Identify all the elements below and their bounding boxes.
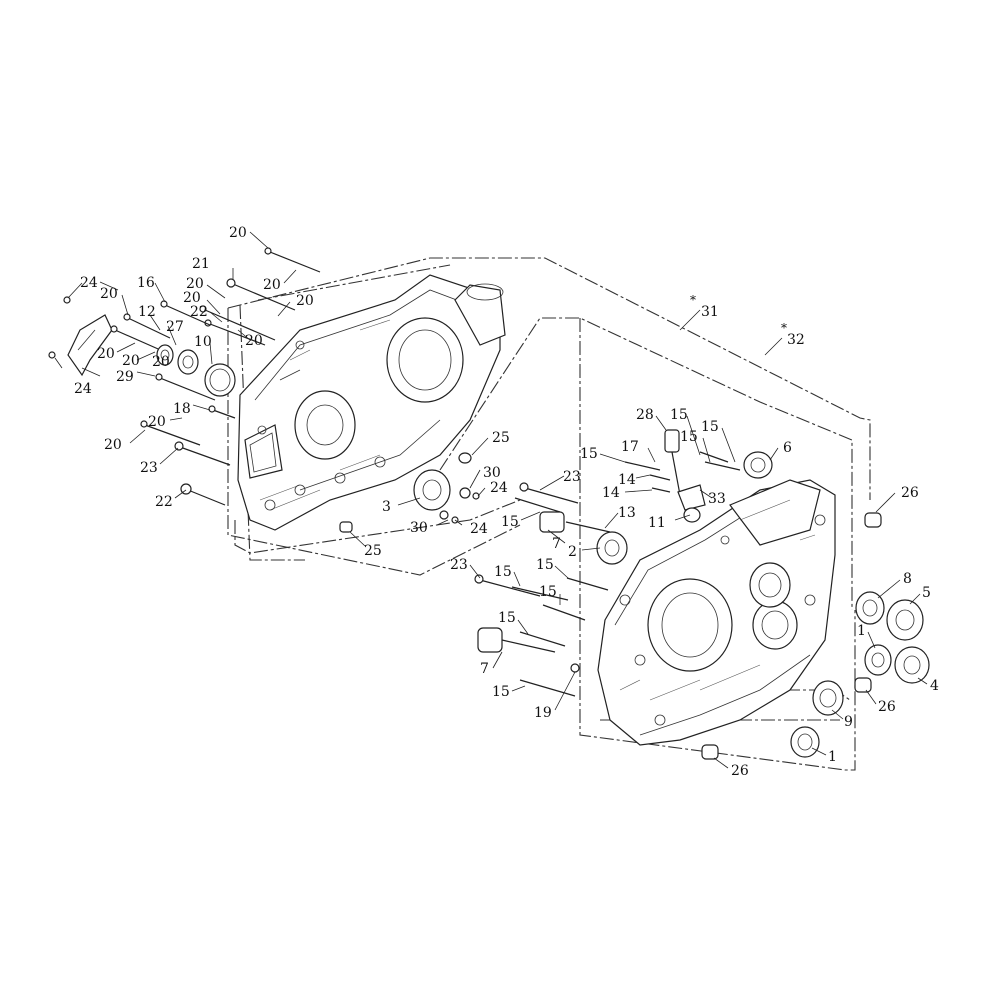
callout-20: 20 <box>100 286 118 302</box>
callout-15: 15 <box>494 564 512 580</box>
right-parts <box>474 429 930 760</box>
callout-9: 9 <box>844 714 853 730</box>
callout-26: 26 <box>878 699 896 715</box>
leader-lines <box>54 231 928 769</box>
callout-25: 25 <box>492 430 510 446</box>
callout-24: 24 <box>470 521 488 537</box>
callout-2: 2 <box>568 544 577 560</box>
callout-star: * <box>690 293 696 307</box>
callout-24: 24 <box>74 381 92 397</box>
callout-27: 27 <box>166 319 184 335</box>
callout-22: 22 <box>155 494 173 510</box>
callout-15: 15 <box>670 407 688 423</box>
callout-13: 13 <box>618 505 636 521</box>
callout-1: 1 <box>857 623 866 639</box>
callout-17: 17 <box>621 439 639 455</box>
callout-24: 24 <box>80 275 98 291</box>
callout-4: 4 <box>930 678 939 694</box>
callout-3: 3 <box>382 499 391 515</box>
right-crankcase-half <box>597 479 836 746</box>
callout-19: 19 <box>534 705 552 721</box>
callout-14: 14 <box>618 472 636 488</box>
callout-20: 20 <box>152 354 170 370</box>
callout-6: 6 <box>783 440 792 456</box>
callout-10: 10 <box>194 334 212 350</box>
callout-5: 5 <box>922 585 931 601</box>
callout-26: 26 <box>731 763 749 779</box>
callout-32: 32 <box>787 332 805 348</box>
callout-15: 15 <box>701 419 719 435</box>
callout-20: 20 <box>263 277 281 293</box>
callout-23: 23 <box>140 460 158 476</box>
callout-20: 20 <box>183 290 201 306</box>
callout-22: 22 <box>190 304 208 320</box>
left-bolts <box>48 247 321 506</box>
callout-25: 25 <box>364 543 382 559</box>
side-cover <box>67 314 113 377</box>
callout-7: 7 <box>552 536 561 552</box>
callout-33: 33 <box>708 491 726 507</box>
callout-20: 20 <box>229 225 247 241</box>
callout-15: 15 <box>501 514 519 530</box>
callout-20: 20 <box>97 346 115 362</box>
callout-20: 20 <box>122 353 140 369</box>
callout-8: 8 <box>903 571 912 587</box>
callout-30: 30 <box>483 465 501 481</box>
callout-7: 7 <box>480 661 489 677</box>
callout-31: 31 <box>701 304 719 320</box>
callout-20: 20 <box>104 437 122 453</box>
callout-29: 29 <box>116 369 134 385</box>
assembly-outline-31 <box>227 257 871 576</box>
callout-14: 14 <box>602 485 620 501</box>
callout-23: 23 <box>450 557 468 573</box>
left-crankcase-half <box>237 274 506 531</box>
callout-11: 11 <box>648 515 666 531</box>
callout-28: 28 <box>636 407 654 423</box>
callout-20: 20 <box>296 293 314 309</box>
callout-15: 15 <box>498 610 516 626</box>
callout-15: 15 <box>539 584 557 600</box>
callout-26: 26 <box>901 485 919 501</box>
callout-30: 30 <box>410 520 428 536</box>
callout-23: 23 <box>563 469 581 485</box>
callout-20: 20 <box>148 414 166 430</box>
callout-20: 20 <box>186 276 204 292</box>
callout-15: 15 <box>536 557 554 573</box>
callout-21: 21 <box>192 256 210 272</box>
callout-18: 18 <box>173 401 191 417</box>
callouts: 20 21 20 24 16 20 20 20 20 12 27 22 20 1… <box>74 225 939 779</box>
left-bearings-seals <box>156 344 480 533</box>
callout-15: 15 <box>492 684 510 700</box>
callout-12: 12 <box>138 304 156 320</box>
callout-15: 15 <box>580 446 598 462</box>
callout-20: 20 <box>245 333 263 349</box>
callout-star: * <box>781 321 787 335</box>
callout-24: 24 <box>490 480 508 496</box>
callout-15: 15 <box>680 429 698 445</box>
callout-1: 1 <box>828 749 837 765</box>
callout-16: 16 <box>137 275 155 291</box>
